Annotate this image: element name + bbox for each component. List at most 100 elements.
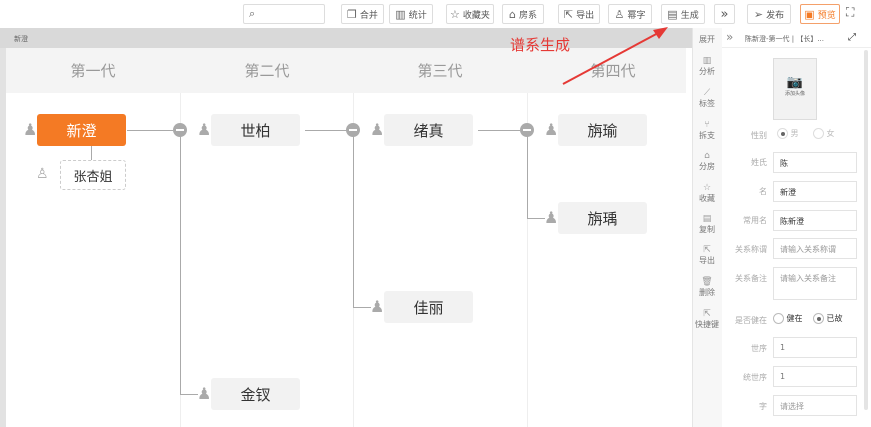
export-icon: ⇱	[563, 7, 574, 21]
node-gen3[interactable]: 绪真	[384, 114, 473, 146]
label: 统计	[408, 10, 427, 21]
sidebar-item-copy[interactable]: ▤复制	[692, 214, 722, 235]
gender-radio-male[interactable]: 男	[777, 128, 799, 139]
collapse-icon[interactable]	[346, 123, 360, 137]
label: 发布	[766, 10, 785, 21]
connector	[91, 146, 92, 160]
connector	[180, 130, 181, 394]
generation-4: 第四代	[590, 62, 636, 80]
label: 幂字	[627, 10, 646, 21]
generation-2: 第二代	[244, 62, 290, 80]
sidebar-item-delete[interactable]: 🗑删除	[692, 277, 722, 298]
camera-icon: 📷	[786, 75, 804, 90]
expand-button[interactable]: 展开	[699, 35, 715, 44]
house-icon: ⌂	[704, 151, 710, 161]
search-input[interactable]: ⌕	[243, 4, 325, 24]
collapse-panel-icon[interactable]: »	[726, 30, 734, 44]
annotation-text: 谱系生成	[510, 36, 571, 54]
zi-select[interactable]: 请选择	[773, 395, 857, 416]
order-label: 世序	[751, 344, 767, 353]
resize-icon[interactable]: ⤢	[848, 32, 856, 43]
connector	[353, 130, 354, 307]
merge-icon: ❐	[347, 7, 357, 21]
connector	[180, 394, 198, 395]
zi-label: 字	[759, 402, 767, 411]
label: 复制	[699, 225, 715, 234]
sidebar-item-tag[interactable]: ⟋标签	[692, 88, 722, 109]
label: 收藏	[699, 194, 715, 203]
person-icon: ♙	[614, 7, 625, 21]
sidebar-item-export[interactable]: ⇱导出	[692, 245, 722, 266]
merge-button[interactable]: ❐合并	[341, 4, 384, 24]
gender-radio-female[interactable]: 女	[813, 128, 835, 139]
publish-button[interactable]: ➢发布	[747, 4, 791, 24]
label: 预览	[817, 10, 836, 21]
node-spouse[interactable]: 张杏姐	[60, 160, 126, 190]
more-button[interactable]: »	[714, 4, 735, 24]
line-icon: ⟋	[703, 88, 711, 98]
connector	[127, 130, 173, 131]
total-order-input[interactable]: 1	[773, 366, 857, 387]
label: 快捷键	[695, 320, 719, 329]
node-gen3[interactable]: 佳丽	[384, 291, 473, 323]
order-input[interactable]: 1	[773, 337, 857, 358]
label: 拆支	[699, 131, 715, 140]
common-name-input[interactable]: 陈新澄	[773, 210, 857, 231]
label: 男	[790, 129, 799, 138]
generation-1: 第一代	[70, 62, 116, 80]
word-button[interactable]: ♙幂字	[608, 4, 652, 24]
label: 已故	[826, 314, 843, 323]
sidebar-item-split[interactable]: ⑂拆支	[692, 120, 722, 141]
favorites-button[interactable]: ☆收藏夹	[446, 4, 494, 24]
copy-icon: ▤	[702, 214, 712, 224]
scrollbar[interactable]	[864, 50, 868, 410]
generate-button[interactable]: ▤生成	[661, 4, 705, 24]
breadcrumb: 新澄	[14, 35, 28, 43]
label: 合并	[359, 10, 378, 21]
node-root[interactable]: 新澄	[37, 114, 126, 146]
alive-label: 是否健在	[735, 316, 767, 325]
sidebar-item-analysis[interactable]: ▥分析	[692, 56, 722, 77]
alive-radio-deceased[interactable]: 已故	[813, 313, 843, 324]
connector	[527, 130, 528, 218]
collapse-icon[interactable]	[173, 123, 187, 137]
note-textarea[interactable]: 请输入关系备注	[773, 267, 857, 300]
node-gen2[interactable]: 金钗	[211, 378, 300, 410]
sidebar-item-shortcut[interactable]: ⇱快捷键	[692, 309, 722, 330]
search-icon: ⌕	[249, 7, 256, 20]
panel-title: 陈新澄-第一代 | 【长】...	[745, 35, 825, 43]
sidebar-item-favorite[interactable]: ☆收藏	[692, 183, 722, 204]
note-label: 关系备注	[735, 274, 767, 283]
name-label: 名	[759, 187, 767, 196]
surname-input[interactable]: 陈	[773, 152, 857, 173]
export-icon: ⇱	[703, 245, 711, 255]
name-input[interactable]: 新澄	[773, 181, 857, 202]
label: 收藏夹	[462, 10, 490, 21]
spouse-icon: ♙	[36, 166, 49, 182]
relation-input[interactable]: 请输入关系称谓	[773, 238, 857, 259]
stats-button[interactable]: ▥统计	[389, 4, 433, 24]
connector	[527, 218, 545, 219]
label: 分析	[699, 67, 715, 76]
breadcrumb-bar	[0, 28, 692, 48]
connector	[478, 130, 520, 131]
collapse-icon[interactable]	[520, 123, 534, 137]
node-gen4[interactable]: 旃瑜	[558, 114, 647, 146]
export-button[interactable]: ⇱导出	[558, 4, 600, 24]
node-gen4[interactable]: 旃瑀	[558, 202, 647, 234]
branch-icon: ⑂	[704, 120, 710, 130]
label: 删除	[699, 288, 715, 297]
label: 标签	[699, 99, 715, 108]
relation-label: 关系称谓	[735, 245, 767, 254]
alive-radio-living[interactable]: 健在	[773, 313, 803, 324]
column-divider	[527, 93, 528, 427]
fullscreen-icon[interactable]: ⛶	[846, 5, 855, 19]
node-gen2[interactable]: 世柏	[211, 114, 300, 146]
photo-upload[interactable]: 📷 添加头像	[773, 58, 817, 120]
branch-button[interactable]: ⌂房系	[502, 4, 544, 24]
chart-icon: ▥	[395, 7, 406, 21]
trash-icon: 🗑	[701, 277, 713, 287]
preview-button[interactable]: ▣预览	[800, 4, 840, 24]
label: 房系	[518, 10, 537, 21]
sidebar-item-house[interactable]: ⌂分房	[692, 151, 722, 172]
